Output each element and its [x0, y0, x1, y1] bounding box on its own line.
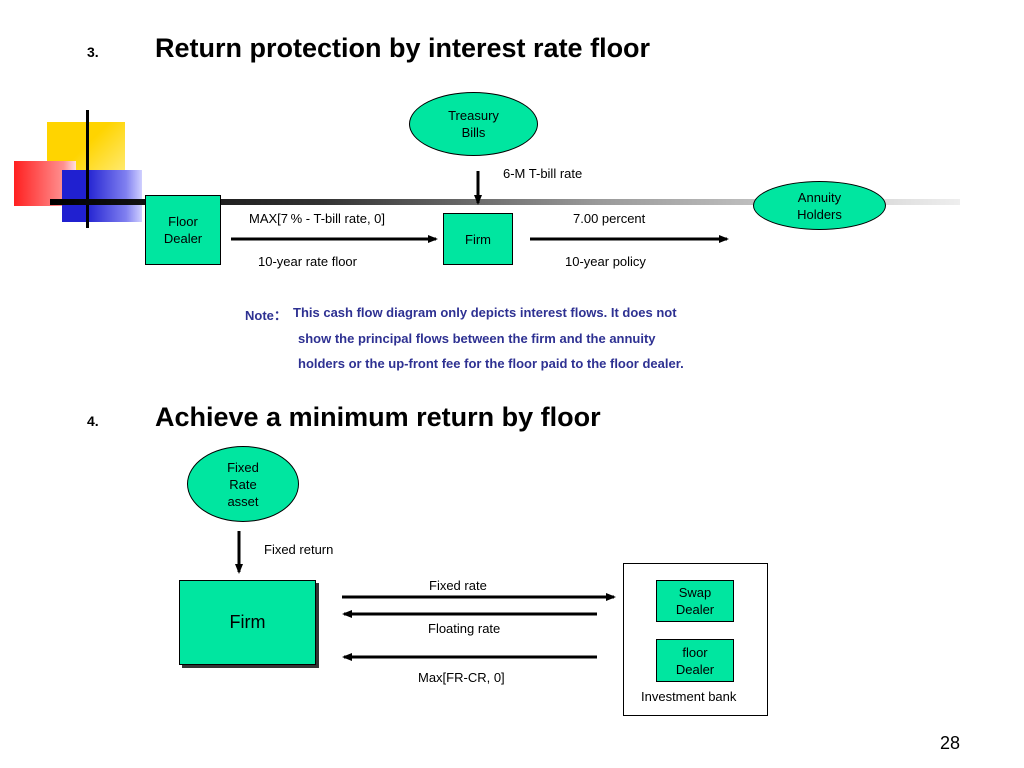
logo-vertical-line: [86, 110, 89, 228]
treasury-bills-node: Treasury Bills: [409, 92, 538, 156]
annuity-holders-node: Annuity Holders: [753, 181, 886, 230]
note-line-2: show the principal flows between the fir…: [298, 331, 656, 346]
firm-node-3: Firm: [443, 213, 513, 265]
fixed-rate-label: Fixed rate: [429, 578, 487, 593]
floor-dealer-node-4: floor Dealer: [656, 639, 734, 682]
max-fr-cr-label: Max[FR-CR, 0]: [418, 670, 505, 685]
tbill-rate-label: 6-M T-bill rate: [503, 166, 583, 181]
floating-rate-label: Floating rate: [428, 621, 501, 636]
section-4-number: 4.: [87, 413, 99, 429]
firm-node-4: Firm: [179, 580, 316, 665]
swap-dealer-node: Swap Dealer: [656, 580, 734, 622]
section-3-title: Return protection by interest rate floor: [155, 33, 651, 63]
investment-bank-label: Investment bank: [641, 689, 737, 704]
logo-horizontal-line: [50, 199, 960, 205]
investment-bank-container: [623, 563, 768, 716]
fixed-rate-asset-node: Fixed Rate asset: [187, 446, 299, 522]
note-line-1: This cash flow diagram only depicts inte…: [293, 305, 677, 320]
percent-label: 7.00 percent: [573, 211, 646, 226]
logo-blue-square: [62, 170, 142, 222]
floor-dealer-node: Floor Dealer: [145, 195, 221, 265]
section-4-title: Achieve a minimum return by floor: [155, 402, 601, 432]
note-line-3: holders or the up-front fee for the floo…: [298, 356, 684, 371]
fixed-return-label: Fixed return: [264, 542, 334, 557]
rate-floor-label: 10-year rate floor: [258, 254, 357, 269]
policy-label: 10-year policy: [565, 254, 646, 269]
max-floor-label: MAX[7 % - T-bill rate, 0]: [249, 211, 386, 226]
note-label: Note：: [245, 308, 287, 323]
section-3-number: 3.: [87, 44, 99, 60]
page-number: 28: [940, 733, 961, 753]
